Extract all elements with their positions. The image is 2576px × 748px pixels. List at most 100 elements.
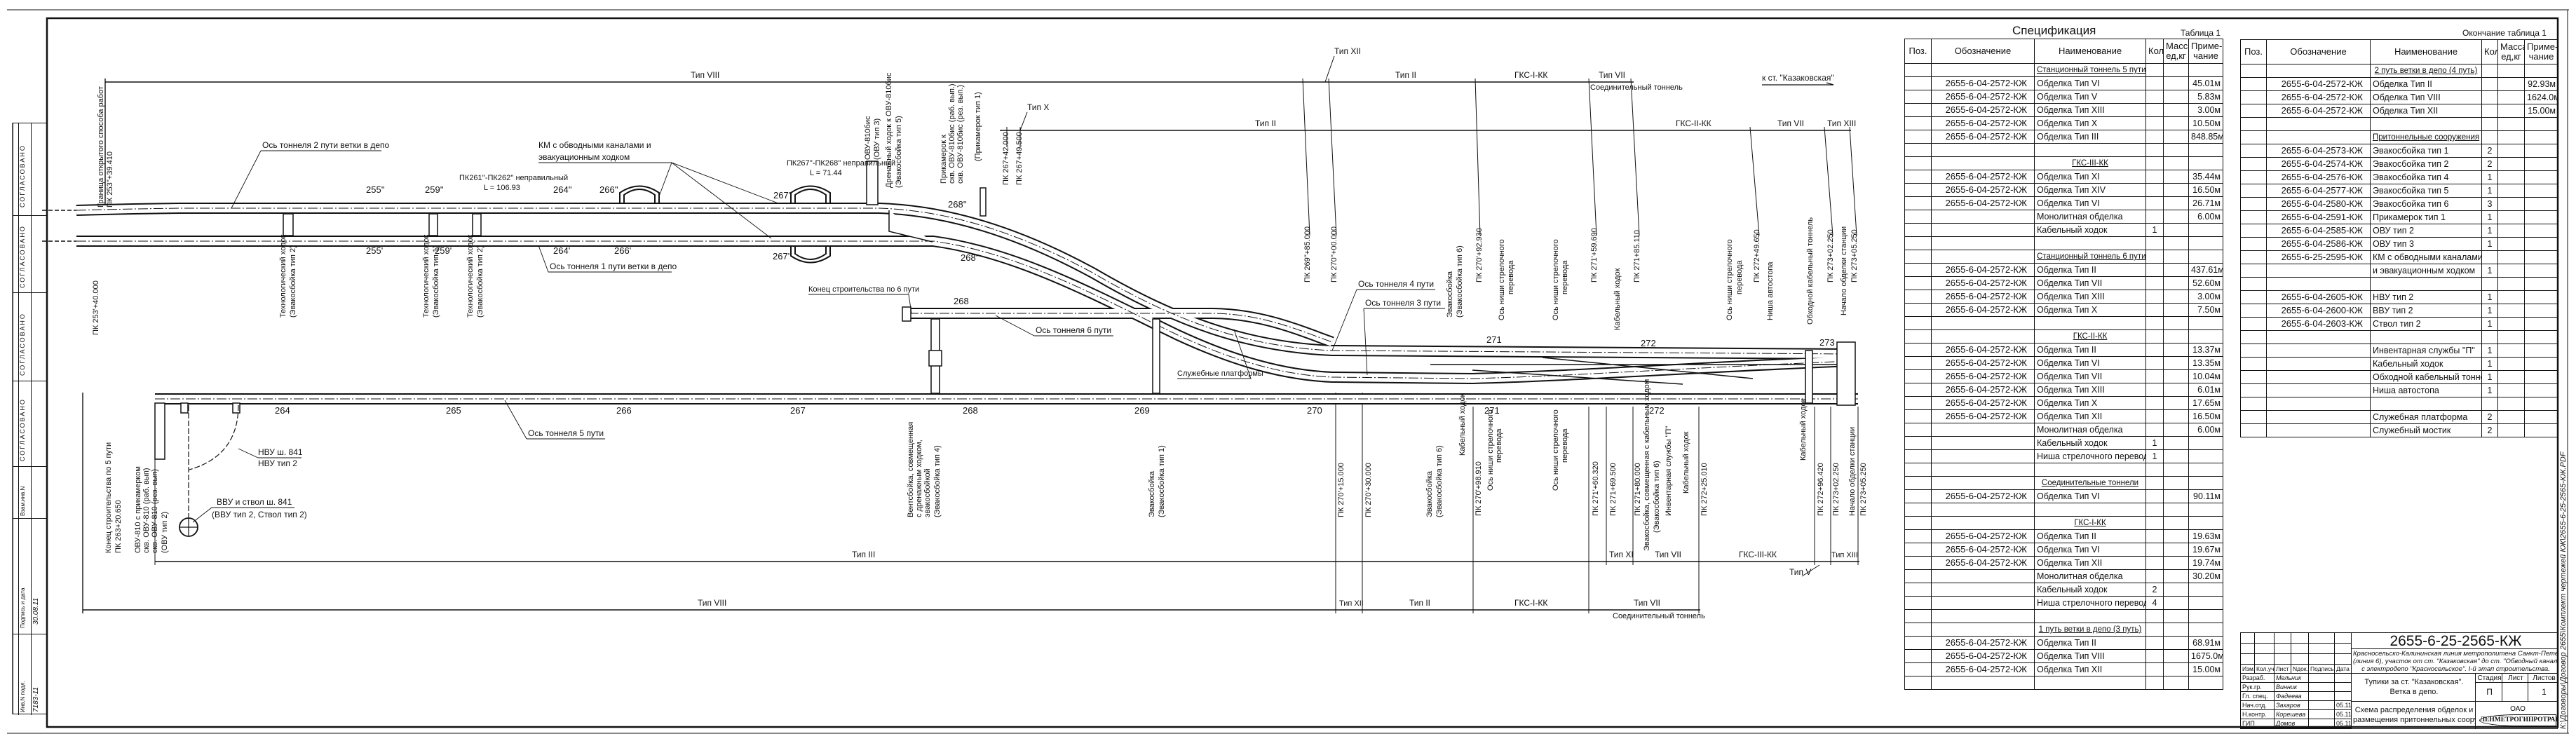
cell-mass (2163, 90, 2189, 104)
cell-qty (2145, 676, 2164, 690)
table-row (1904, 676, 2223, 690)
leaders (192, 150, 1445, 523)
rotated-annotation: (Эвакосбойка тип 4) (933, 445, 942, 517)
cell-name: Монолитная обделка (2034, 423, 2146, 437)
cell-qty (2145, 543, 2164, 557)
cell-note (2524, 423, 2558, 437)
rotated-annotation: ПК 270'+98.910 (1475, 461, 1483, 516)
cell-pos (1904, 170, 1932, 184)
rotated-annotation: (Эвакосбойка тип 2) (476, 245, 484, 318)
cell-name: Обделка Тип X (2034, 303, 2146, 317)
cell-note (2188, 503, 2223, 517)
cell-note (2524, 264, 2558, 278)
table-row (1904, 609, 2223, 623)
label-gks1-b: ГКС-I-КК (1514, 598, 1547, 608)
cell-note (2188, 156, 2223, 170)
cell-mass (2163, 236, 2189, 250)
cell-qty (2145, 636, 2164, 650)
signer-role: Гл. спец. (2241, 692, 2275, 701)
spec-table-1: Поз.ОбозначениеНаименованиеКолМасса ед,к… (1904, 39, 2223, 690)
cell-qty: 2 (2481, 410, 2498, 424)
cell-mass (2163, 210, 2189, 224)
cell-note: 52.60м (2188, 276, 2223, 290)
cell-pos (1904, 210, 1932, 224)
rotated-annotation: Кабельный ходок (1682, 431, 1690, 494)
cell-name: Обделка Тип XIII (2034, 383, 2146, 397)
cell-mass (2163, 223, 2189, 237)
cell-qty (2145, 143, 2164, 157)
cell-qty (2145, 116, 2164, 130)
cell-mass (2163, 103, 2189, 117)
cell-pos (1904, 116, 1932, 130)
cell-pos (1904, 449, 1932, 463)
cell-name (2034, 236, 2146, 250)
rotated-annotation: Ниша автостопа (1766, 261, 1775, 320)
picket-label: 268 (963, 405, 978, 416)
table-row (1904, 316, 2223, 330)
cell-name: Станционный тоннель 5 пути (I пути) (2034, 63, 2146, 77)
label-wrong-pk-2: ПК267''-ПК268'' неправильный (787, 159, 895, 168)
cell-mass (2497, 290, 2525, 304)
rotated-annotation: ПК 270'+30.000 (1364, 463, 1373, 517)
cell-code: 2655-6-04-2572-КЖ (1931, 343, 2035, 357)
cell-code (1931, 210, 2035, 224)
cell-pos (1904, 423, 1932, 437)
picket-label: 255'' (366, 184, 385, 195)
cell-name: Эвакосбойка тип 1 (2370, 144, 2482, 158)
sign-date: 05.11 (2335, 710, 2352, 719)
cell-code (2266, 344, 2371, 358)
sign-date (2335, 683, 2352, 692)
approved-stamp-2: СОГЛАСОВАНО (19, 225, 26, 288)
cell-qty (2145, 489, 2164, 503)
signature (2309, 692, 2335, 701)
cell-code: 2655-6-04-2572-КЖ (1931, 290, 2035, 304)
cell-qty (2145, 156, 2164, 170)
sign-date: 05.11 (2335, 719, 2352, 728)
rotated-annotation: (Эвакосбойка тип 1) (432, 245, 440, 318)
cell-note: 35.44м (2188, 170, 2223, 184)
cell-pos (1904, 396, 1932, 410)
label-tip-iii: Тип III (852, 550, 875, 559)
rotated-annotation: ПК 271+80.000 (1634, 463, 1642, 516)
rotated-annotation: перевода (1561, 428, 1569, 463)
label-wrong-pk-1: ПК261''-ПК262'' неправильный (459, 174, 568, 182)
cell-pos (1904, 569, 1932, 583)
rotated-annotation: Ось ниши стрелочного (1552, 239, 1560, 320)
rotated-annotation: ПК 273+02.250 (1826, 229, 1835, 283)
table-section-row: Притоннельные сооружения (2240, 130, 2558, 144)
cell-mass (2163, 662, 2189, 676)
cell-pos (1904, 290, 1932, 304)
cell-note: 19.74м (2188, 556, 2223, 570)
cell-qty (2145, 90, 2164, 104)
cell-code (1931, 236, 2035, 250)
cell-qty (2145, 516, 2164, 530)
label-km-1: КМ с обводными каналами и (538, 140, 651, 150)
cell-note (2524, 383, 2558, 397)
cell-mass (2163, 290, 2189, 304)
cell-mass (2163, 130, 2189, 144)
cell-qty: 1 (2481, 237, 2498, 251)
table-header-row: Поз.ОбозначениеНаименованиеКолМасса ед,к… (2240, 39, 2558, 64)
sheet-title-line: размещения притоннельных сооружений. (2353, 716, 2475, 724)
inv-label: Инв.N подл. (20, 681, 26, 712)
cell-name: Обделка Тип II (2034, 529, 2146, 543)
cell-note: 6.01м (2188, 383, 2223, 397)
cell-mass (2163, 116, 2189, 130)
rotated-annotation: (Эвакосбойка тип 6) (1653, 461, 1661, 533)
cell-name: Обделка Тип VI (2034, 76, 2146, 90)
cell-mass (2497, 224, 2525, 238)
label-wrong-l-2: L = 71.44 (810, 169, 842, 177)
cell-note (2524, 64, 2558, 78)
cell-pos (1904, 556, 1932, 570)
cell-code: 2655-6-25-2595-КЖ (2266, 250, 2371, 264)
cell-mass (2163, 609, 2189, 623)
cell-qty (2481, 130, 2498, 144)
